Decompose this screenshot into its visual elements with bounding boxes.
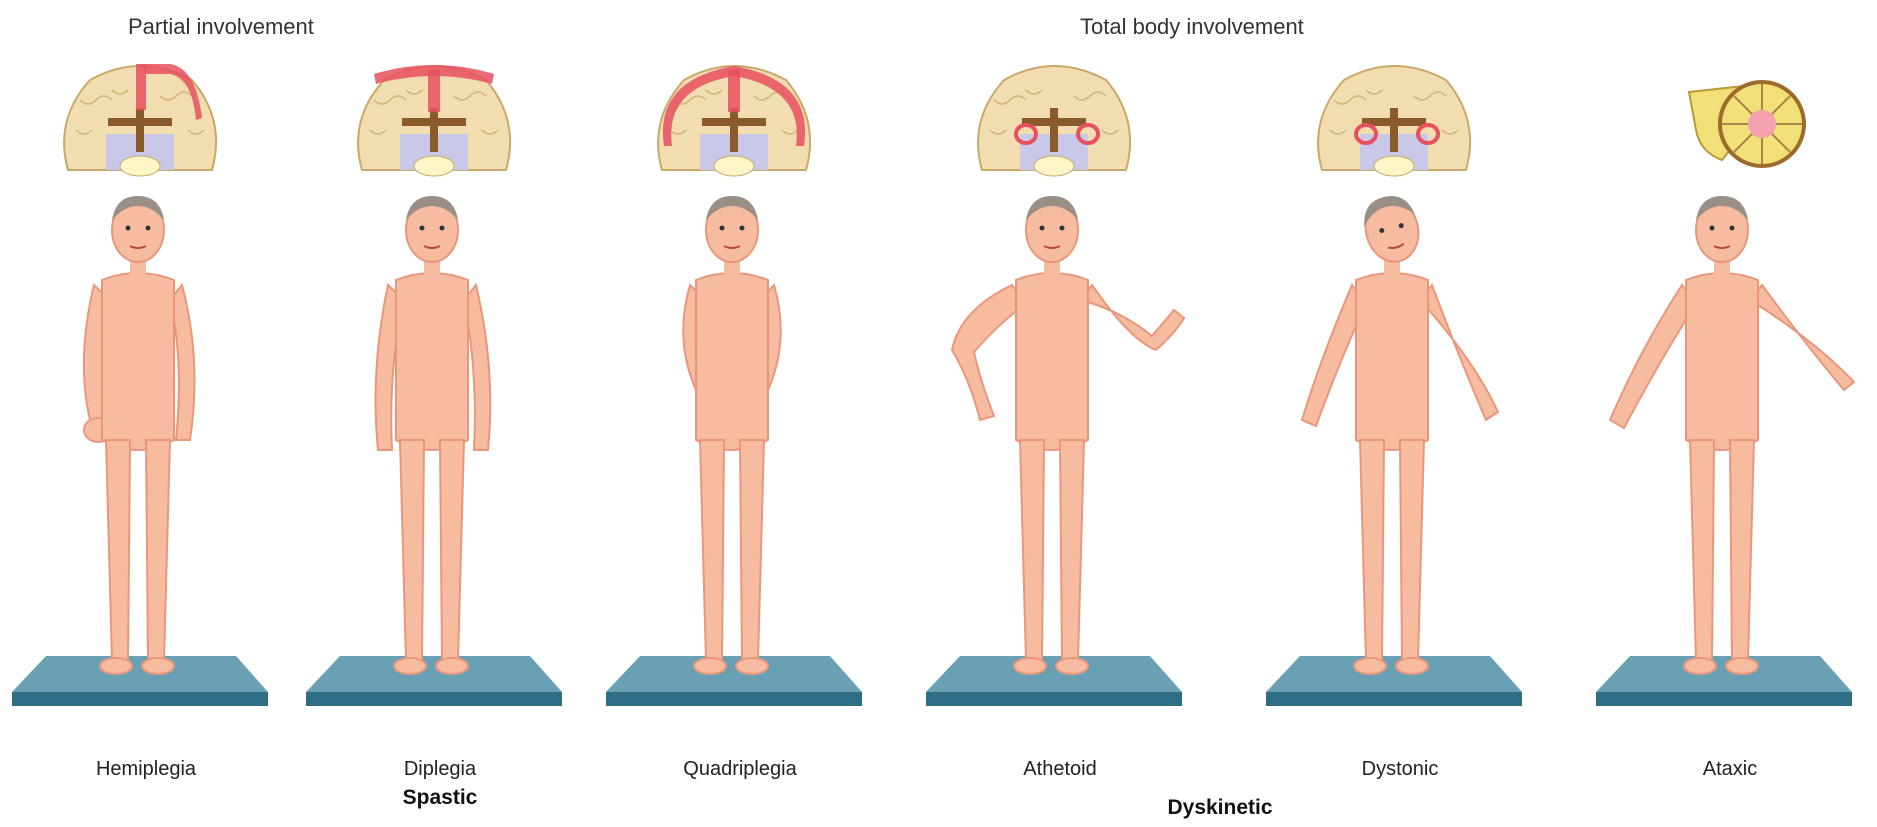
panel-illustration (920, 60, 1200, 760)
body-figure (306, 196, 562, 706)
body-figure (606, 196, 862, 706)
brain-section-icon (978, 66, 1130, 176)
panel-illustration (300, 60, 580, 760)
header-partial-involvement: Partial involvement (128, 14, 314, 40)
label-dystonic: Dystonic (1260, 758, 1540, 781)
platform (1596, 656, 1852, 706)
brain-section-icon (1318, 66, 1470, 176)
platform (306, 656, 562, 706)
body-figure (926, 196, 1184, 706)
panel-hemiplegia (6, 60, 286, 760)
body-figure (1596, 196, 1854, 706)
brain-section-icon (64, 64, 216, 176)
body-figure (1266, 191, 1522, 706)
panel-athetoid (920, 60, 1200, 760)
category-dyskinetic: Dyskinetic (1080, 796, 1360, 820)
brain-section-icon (658, 66, 810, 176)
panel-illustration (6, 60, 286, 760)
label-hemiplegia: Hemiplegia (6, 758, 286, 781)
panel-illustration (1260, 60, 1540, 760)
panel-illustration (1590, 60, 1870, 760)
label-athetoid: Athetoid (920, 758, 1200, 781)
panel-ataxic (1590, 60, 1870, 760)
platform (1266, 656, 1522, 706)
platform (606, 656, 862, 706)
label-quadriplegia: Quadriplegia (600, 758, 880, 781)
panel-dystonic (1260, 60, 1540, 760)
header-total-body-involvement: Total body involvement (1080, 14, 1304, 40)
category-spastic: Spastic (300, 786, 580, 810)
panel-diplegia (300, 60, 580, 760)
platform (926, 656, 1182, 706)
panel-quadriplegia (600, 60, 880, 760)
cerebellum-icon (1689, 82, 1804, 166)
body-figure (12, 196, 268, 706)
label-diplegia: Diplegia (300, 758, 580, 781)
label-ataxic: Ataxic (1590, 758, 1870, 781)
platform (12, 656, 268, 706)
brain-section-icon (358, 65, 510, 176)
panel-illustration (600, 60, 880, 760)
